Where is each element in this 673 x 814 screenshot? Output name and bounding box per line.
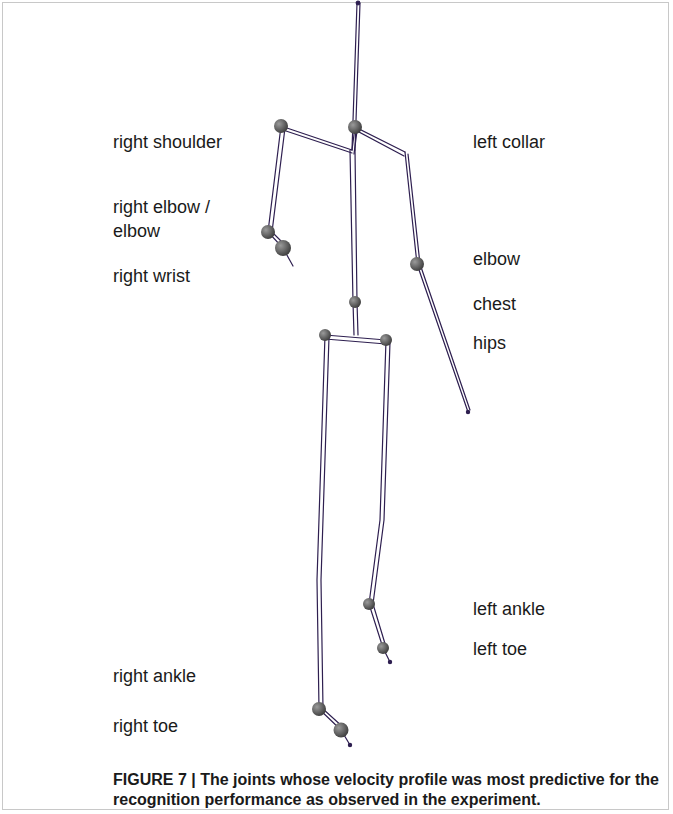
joint-label: left ankle <box>473 597 545 621</box>
joint-label: right wrist <box>113 264 190 288</box>
joint-label: right shoulder <box>113 130 222 154</box>
joint-label: left collar <box>473 130 545 154</box>
joint-label: chest <box>473 292 516 316</box>
figure-caption: FIGURE 7 | The joints whose velocity pro… <box>113 770 661 810</box>
joint-label: elbow <box>473 247 520 271</box>
joint-label: left toe <box>473 637 527 661</box>
joint-label: right elbow / elbow <box>113 195 238 243</box>
joint-label: hips <box>473 331 506 355</box>
joint-label: right ankle <box>113 664 196 688</box>
joint-label: right toe <box>113 714 178 738</box>
